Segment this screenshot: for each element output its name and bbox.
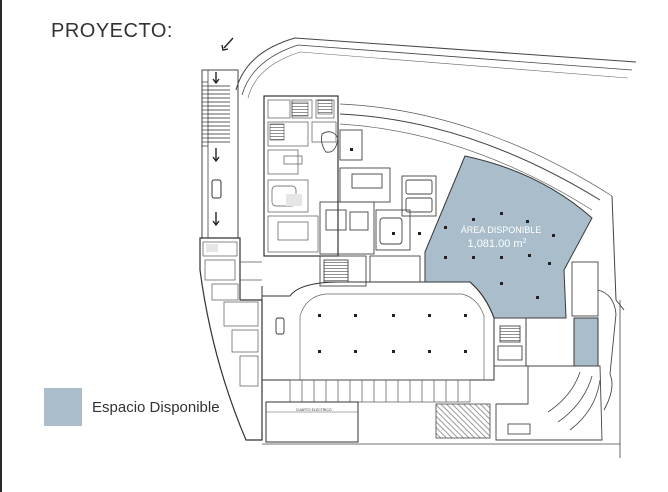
core-block	[263, 95, 339, 257]
page-title: PROYECTO:	[51, 20, 173, 42]
lower-ramp	[435, 403, 491, 439]
core-room-fill	[286, 194, 302, 206]
plaza-car-icon	[275, 317, 285, 335]
page-edge-line	[0, 0, 2, 492]
left-wing-rooms	[202, 241, 262, 387]
core-stairs	[269, 99, 333, 141]
east-edge	[611, 195, 625, 311]
facade-arc	[339, 113, 601, 201]
available-columns	[444, 212, 555, 299]
site-boundary-inner2	[247, 51, 629, 99]
plaza-hall	[261, 281, 495, 381]
area-available-label: ÁREA DISPONIBLE	[461, 225, 542, 235]
legend-swatch	[44, 388, 82, 426]
facade-arc-outer	[339, 103, 613, 197]
electrical-room-label: CUARTO ELECTRICO	[296, 408, 332, 412]
car-icon	[211, 179, 222, 199]
site-boundary-inner	[241, 44, 633, 96]
curved-ramp	[547, 371, 581, 413]
curved-ramp-3	[569, 379, 601, 431]
plaza-inner-curve	[299, 293, 485, 380]
entry-arrow	[223, 37, 234, 49]
left-wing	[199, 237, 263, 441]
site-boundary	[235, 37, 637, 91]
parking-stalls	[289, 379, 471, 403]
ramp-stripes	[202, 81, 208, 147]
ramp-hatch	[208, 84, 230, 144]
electrical-room	[265, 401, 359, 443]
central-rooms	[319, 129, 437, 287]
area-unit-superscript: 2	[523, 238, 527, 245]
ramp-arrows	[212, 72, 220, 227]
area-value: 1,081.00 m2	[468, 238, 527, 250]
plaza-columns	[318, 148, 467, 353]
facade-arc-inner	[339, 123, 593, 211]
curved-ramp-2	[557, 375, 593, 423]
left-room-fill	[206, 244, 218, 252]
lower-right-block	[495, 365, 603, 441]
entry-arrow-head	[221, 44, 229, 51]
lower-room	[507, 423, 531, 435]
right-rooms	[493, 261, 617, 411]
area-value-number: 1,081.00 m	[468, 238, 523, 250]
legend-label: Espacio Disponible	[92, 399, 220, 416]
